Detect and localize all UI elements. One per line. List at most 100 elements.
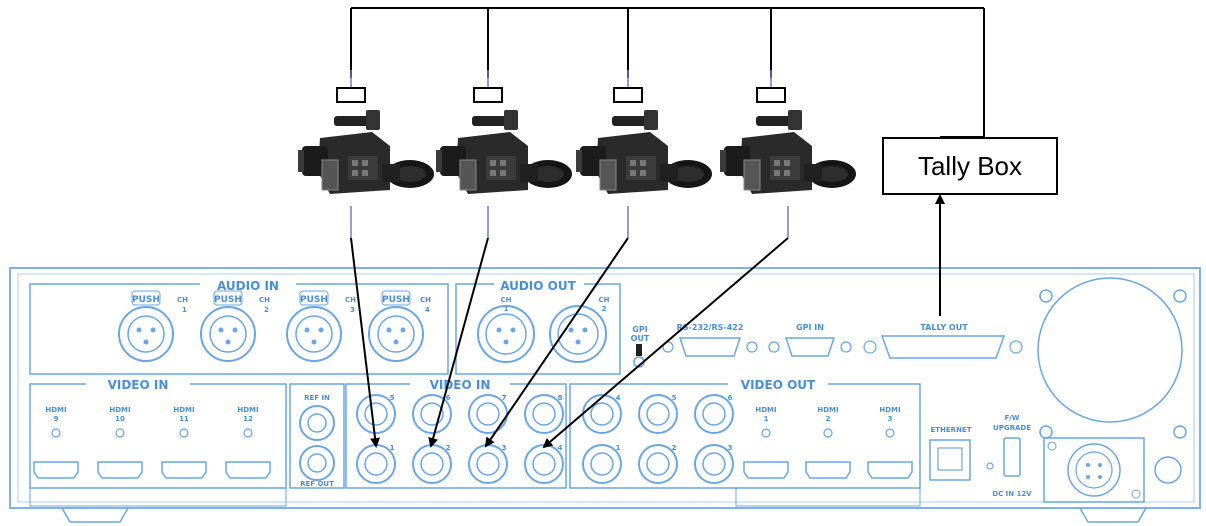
sdi-input-6[interactable]: 6 — [412, 394, 452, 434]
push-label: PUSH — [132, 295, 160, 305]
audio-in-section: AUDIO IN PUSH CH 1 PUSH CH 2 — [29, 278, 449, 375]
video-out-title: VIDEO OUT — [741, 378, 816, 392]
fw-upgrade-label: F/W — [1004, 414, 1019, 422]
ch-label: CH — [420, 296, 431, 304]
tally-out-label: TALLY OUT — [920, 323, 968, 332]
bnc-number: 2 — [446, 444, 451, 452]
audio-out-title: AUDIO OUT — [500, 279, 576, 293]
bnc-number: 5 — [390, 394, 395, 402]
ch-label: CH — [177, 296, 188, 304]
hdmi-number: 2 — [826, 415, 831, 423]
audio-out-section: AUDIO OUT CH 1 CH 2 — [455, 278, 621, 375]
video-in-sdi-title: VIDEO IN — [430, 378, 491, 392]
hdmi-number: 11 — [179, 415, 189, 423]
ref-out-bnc[interactable] — [299, 445, 335, 481]
camcorder-icon — [435, 109, 573, 195]
video-in-hdmi-title: VIDEO IN — [108, 378, 169, 392]
reference-section: REF IN REF OUT — [289, 383, 345, 489]
sdi-output-3[interactable]: 3 — [694, 444, 734, 484]
ref-out-label: REF OUT — [300, 480, 334, 488]
hdmi-number: 10 — [115, 415, 125, 423]
rs232-label: RS-232/RS-422 — [677, 323, 744, 332]
power-switch[interactable] — [1154, 456, 1182, 484]
dc-power-connector[interactable] — [1043, 437, 1145, 503]
ch-number: 3 — [350, 306, 355, 314]
sdi-input-8[interactable]: 8 — [524, 394, 564, 434]
tally-box: Tally Box — [882, 137, 1058, 195]
hdmi-label: HDMI — [45, 406, 66, 414]
cooling-fan — [1037, 277, 1187, 439]
bnc-number: 4 — [558, 444, 563, 452]
camera-output-cables — [350, 206, 789, 238]
tally-lamp — [473, 87, 503, 103]
sdi-output-2[interactable]: 2 — [638, 444, 678, 484]
fw-upgrade-label: UPGRADE — [993, 424, 1031, 432]
bnc-number: 6 — [446, 394, 451, 402]
ch-number: 1 — [504, 305, 509, 313]
hdmi-number: 3 — [888, 415, 893, 423]
tally-bus-wiring — [350, 7, 985, 138]
tally-lamp — [336, 87, 366, 103]
ch-label: CH — [501, 296, 512, 304]
hdmi-label: HDMI — [817, 406, 838, 414]
ch-label: CH — [599, 296, 610, 304]
bnc-number: 3 — [728, 444, 733, 452]
switcher-rear-panel: AUDIO IN PUSH CH 1 PUSH CH 2 — [9, 267, 1201, 523]
ref-in-label: REF IN — [304, 394, 330, 402]
ch-number: 2 — [602, 305, 607, 313]
camcorder-icon — [719, 109, 857, 195]
sdi-output-6[interactable]: 6 — [694, 394, 734, 434]
hdmi-label: HDMI — [237, 406, 258, 414]
xlr-output-1[interactable]: CH 1 — [477, 296, 535, 363]
bnc-number: 8 — [558, 394, 563, 402]
bnc-number: 2 — [672, 444, 677, 452]
xlr-output-2[interactable]: CH 2 — [549, 296, 610, 363]
bnc-number: 7 — [502, 394, 507, 402]
tally-box-label: Tally Box — [918, 151, 1022, 181]
bnc-number: 4 — [616, 394, 621, 402]
camcorders — [297, 109, 857, 195]
hdmi-label: HDMI — [109, 406, 130, 414]
hdmi-number: 1 — [764, 415, 769, 423]
camcorder-icon — [575, 109, 713, 195]
ch-number: 1 — [182, 306, 187, 314]
sdi-output-5[interactable]: 5 — [638, 394, 678, 434]
hdmi-number: 9 — [54, 415, 59, 423]
rs232-port[interactable]: RS-232/RS-422 — [662, 323, 758, 357]
ref-in-bnc[interactable] — [299, 405, 335, 441]
video-in-sdi-section: VIDEO IN — [345, 377, 567, 489]
bnc-number: 5 — [672, 394, 677, 402]
ch-label: CH — [259, 296, 270, 304]
push-label: PUSH — [214, 295, 242, 305]
sdi-output-1[interactable]: 1 — [582, 444, 622, 484]
bnc-number: 6 — [728, 394, 733, 402]
xlr-input-3[interactable]: PUSH CH 3 — [286, 290, 356, 362]
gpi-in-label: GPI IN — [796, 323, 824, 332]
ethernet-label: ETHERNET — [930, 426, 971, 434]
ch-number: 4 — [425, 306, 430, 314]
gpi-out-label: OUT — [631, 334, 650, 343]
ethernet-port[interactable]: ETHERNET — [929, 426, 972, 481]
xlr-input-4[interactable]: PUSH CH 4 — [368, 290, 431, 362]
bnc-number: 3 — [502, 444, 507, 452]
dc-in-label: DC IN 12V — [992, 490, 1032, 498]
gpi-in-port[interactable]: GPI IN — [768, 323, 852, 357]
tally-lamps — [336, 87, 786, 103]
bnc-number: 1 — [390, 444, 395, 452]
tally-out-port[interactable]: TALLY OUT — [863, 323, 1023, 359]
sdi-input-5[interactable]: 5 — [356, 394, 396, 434]
xlr-input-1[interactable]: PUSH CH 1 — [118, 290, 188, 362]
tally-lamp — [613, 87, 643, 103]
xlr-input-2[interactable]: PUSH CH 2 — [200, 290, 270, 362]
push-label: PUSH — [300, 295, 328, 305]
fw-upgrade-port[interactable]: F/W UPGRADE — [986, 414, 1031, 477]
hdmi-label: HDMI — [879, 406, 900, 414]
